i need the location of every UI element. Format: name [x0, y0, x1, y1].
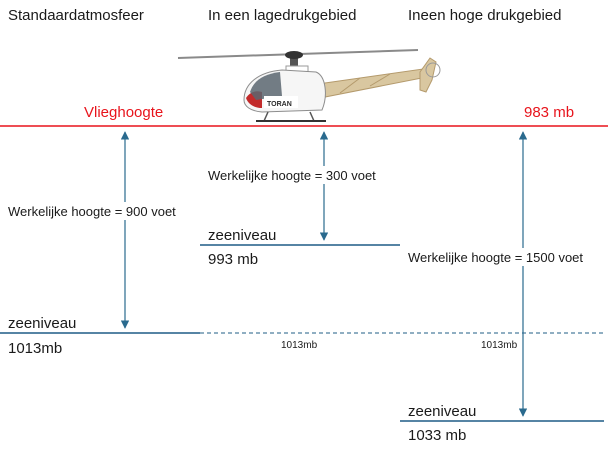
- helicopter-tail-rotor: [425, 62, 441, 78]
- helicopter-brand-text: TORAN: [267, 101, 292, 108]
- low-pressure-sea-level-pressure: 993 mb: [208, 251, 258, 268]
- high-pressure-height-label: Werkelijke hoogte = 1500 voet: [408, 250, 583, 265]
- helicopter-skid-strut-front: [263, 111, 269, 122]
- helicopter-rotor-hub: [285, 51, 303, 59]
- low-pressure-height-label: Werkelijke hoogte = 300 voet: [208, 168, 376, 183]
- helicopter-rotor-mast: [290, 52, 298, 68]
- standard-height-label-bg: [6, 202, 218, 220]
- helicopter-brand-panel: [264, 96, 298, 108]
- standard-sea-level-label: zeeniveau: [8, 315, 76, 332]
- low-pressure-sea-level-label: zeeniveau: [208, 227, 276, 244]
- standard-height-label: Werkelijke hoogte = 900 voet: [8, 204, 176, 219]
- low-pressure-height-label-bg: [206, 166, 390, 184]
- helicopter-illustration: Y TORAN: [177, 49, 441, 122]
- flight-pressure-label: 983 mb: [524, 104, 574, 121]
- column-header-low-pressure: In een lagedrukgebied: [208, 7, 356, 24]
- reference-1013-label-middle: 1013mb: [281, 340, 318, 351]
- flight-altitude-label: Vlieghoogte: [84, 104, 163, 121]
- helicopter-windshield: [250, 72, 282, 100]
- helicopter-skid-strut-rear: [309, 111, 315, 122]
- standard-sea-level-pressure: 1013mb: [8, 340, 62, 357]
- reference-1013-label-right: 1013mb: [481, 340, 518, 351]
- high-pressure-sea-level-pressure: 1033 mb: [408, 427, 466, 444]
- high-pressure-height-label-bg: [406, 248, 598, 266]
- column-header-high-pressure: Ineen hoge drukgebied: [408, 7, 561, 24]
- high-pressure-sea-level-label: zeeniveau: [408, 403, 476, 420]
- helicopter-tail-strut-2: [369, 73, 391, 87]
- column-header-standard: Standaardatmosfeer: [8, 7, 144, 24]
- helicopter-tail-strut-1: [339, 77, 361, 94]
